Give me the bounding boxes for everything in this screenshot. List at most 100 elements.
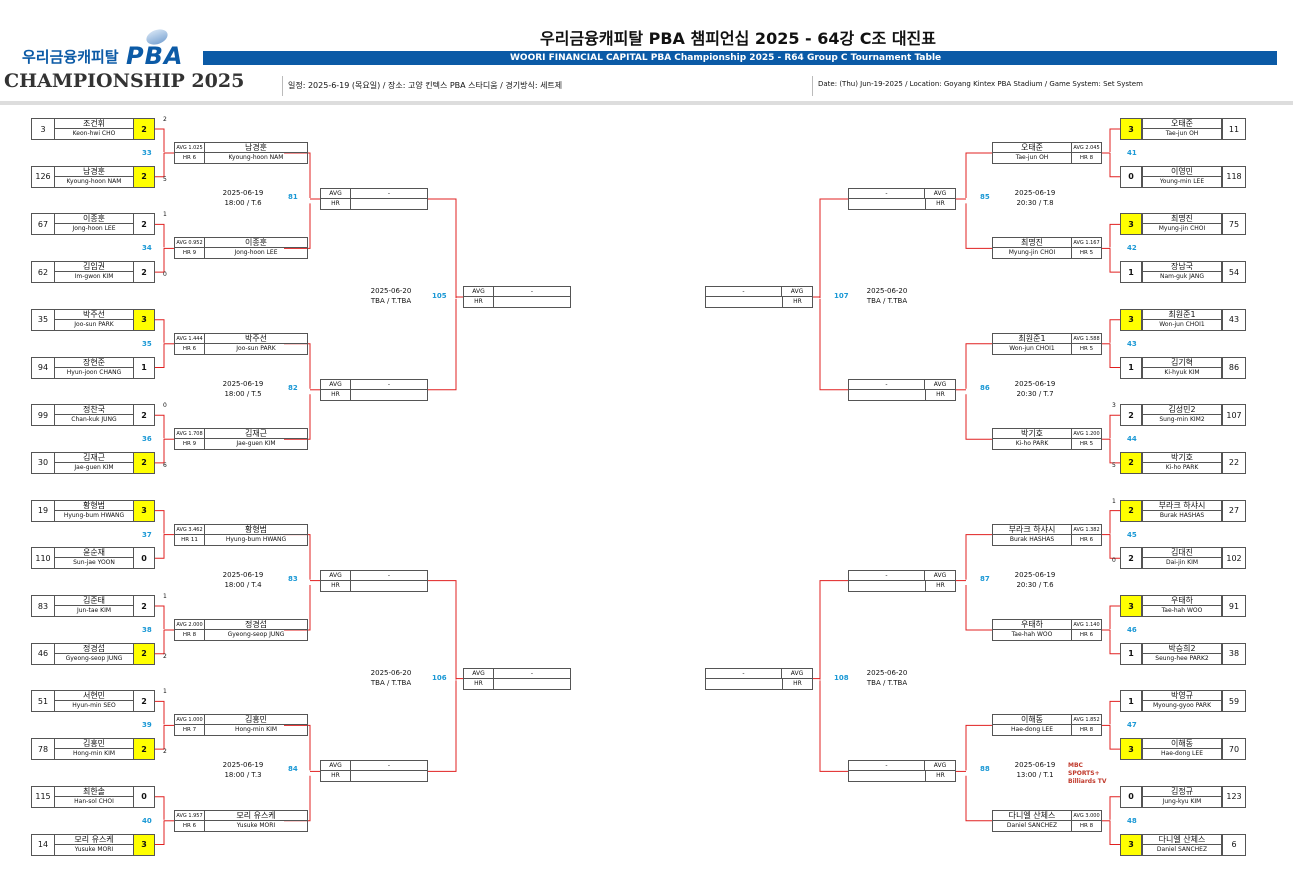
avg-label: AVG — [925, 571, 955, 581]
high-run: HR 9 — [175, 248, 205, 259]
match-date: 2025-06-19 — [1014, 570, 1056, 579]
avg-label: AVG — [925, 189, 955, 199]
player-korean-name: 오태준 — [993, 143, 1071, 153]
seed-number: 51 — [31, 690, 55, 713]
bracket-connector — [1109, 414, 1120, 439]
player-english-name: Tae-hah WOO — [1011, 631, 1053, 638]
avg-value: AVG 3.000 — [1071, 810, 1101, 821]
seed-number: 62 — [31, 261, 55, 284]
match-number: 48 — [1127, 816, 1137, 825]
set-score: 1 — [1120, 356, 1142, 379]
bracket-connector — [155, 796, 165, 820]
bracket-connector — [1109, 223, 1120, 248]
match-date: 2025-06-20 — [370, 668, 412, 677]
match-time: TBA / T.TBA — [866, 678, 908, 687]
tiebreak-score: 1 — [163, 688, 167, 696]
match-number: 81 — [288, 193, 298, 201]
avg-value: AVG 0.952 — [175, 238, 205, 249]
player-korean-name: 모리 유스케 — [205, 811, 307, 821]
player-korean-name: 다니엘 산체스 — [1143, 835, 1221, 845]
player-korean-name: 박영규 — [1143, 691, 1221, 702]
player-english-name: Jun-tae KIM — [76, 607, 112, 614]
bracket-connector — [155, 510, 165, 534]
player-korean-name: 이해동 — [993, 715, 1071, 726]
match-number: 34 — [142, 244, 152, 253]
player-name: - — [351, 189, 427, 199]
player-english-name: Jae-guen KIM — [74, 463, 114, 471]
avg-label: AVG — [925, 380, 955, 390]
bracket-connector — [155, 414, 165, 439]
bracket-connector — [965, 724, 992, 771]
match-number: 33 — [142, 149, 152, 157]
avg-value: AVG 1.382 — [1071, 524, 1101, 535]
bracket-connector — [1109, 319, 1120, 343]
bracket-connector — [1109, 534, 1120, 559]
player-korean-name: 장남국 — [1143, 262, 1221, 273]
player-korean-name: 김재근 — [55, 453, 133, 463]
seed-number: 38 — [1222, 642, 1246, 665]
player-korean-name: 남경훈 — [55, 167, 133, 177]
player-english-name: Han-sol CHOI — [74, 797, 114, 805]
hr-label: HR — [464, 297, 494, 307]
hr-label: HR — [925, 771, 955, 782]
bracket-connector — [819, 298, 848, 391]
player-english-name: Hae-dong LEE — [1161, 750, 1203, 758]
player-korean-name: 박기호 — [993, 429, 1071, 440]
hr-label: HR — [321, 580, 351, 591]
player-english-name: Daniel SANCHEZ — [1006, 821, 1058, 829]
high-run: HR 8 — [1071, 153, 1101, 163]
match-date: 2025-06-19 — [1014, 761, 1056, 770]
avg-value: AVG 1.167 — [1071, 238, 1101, 249]
bracket-connector — [1109, 438, 1120, 464]
seed-number: 27 — [1222, 499, 1246, 522]
match-number: 39 — [142, 721, 152, 730]
player-english-name: Im-gwon KIM — [74, 273, 114, 281]
set-score: 1 — [133, 356, 155, 379]
seed-number: 6 — [1222, 833, 1246, 856]
tiebreak-score: 2 — [163, 116, 167, 123]
high-run: HR 6 — [175, 820, 205, 831]
bracket-connector — [155, 152, 165, 178]
match-number: 107 — [834, 292, 849, 300]
bracket-connector — [1109, 700, 1120, 725]
bracket-connector — [1109, 796, 1120, 820]
player-korean-name: 남경훈 — [205, 143, 307, 153]
bracket-connector — [155, 820, 165, 845]
player-english-name: Tae-jun OH — [1015, 154, 1049, 161]
match-number: 88 — [980, 765, 990, 774]
bracket-connector — [284, 775, 311, 822]
seed-number: 46 — [31, 642, 55, 665]
player-english-name: Jung-kyu KIM — [1162, 797, 1202, 805]
set-score: 3 — [133, 308, 155, 331]
player-korean-name: 김준태 — [55, 596, 133, 606]
bracket-connector — [965, 585, 992, 631]
avg-value: AVG 2.045 — [1071, 143, 1101, 153]
high-run: HR 5 — [1071, 439, 1101, 450]
bracket-connector — [155, 605, 165, 629]
set-score: 2 — [133, 642, 155, 665]
bracket-connector — [819, 198, 848, 298]
bracket-connector — [1109, 248, 1120, 273]
avg-value: AVG 1.588 — [1071, 333, 1101, 344]
match-time: 18:00 / T.6 — [224, 199, 262, 207]
match-number: 83 — [288, 574, 298, 583]
seed-number: 83 — [31, 595, 55, 617]
set-score: 3 — [133, 499, 155, 522]
match-number: 85 — [980, 193, 990, 201]
match-date: 2025-06-19 — [222, 570, 264, 579]
bracket-connector — [284, 724, 311, 771]
player-name: - — [494, 287, 570, 297]
